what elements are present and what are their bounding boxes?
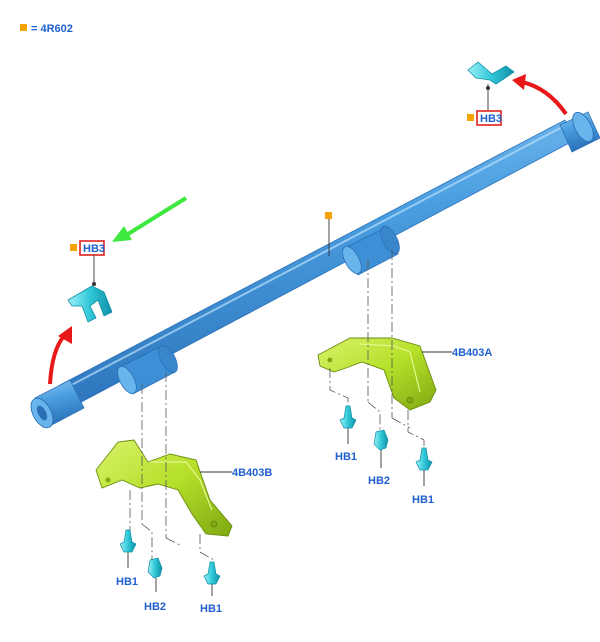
orange-square-marker-icon	[70, 244, 77, 251]
assembly-lines-a	[329, 250, 425, 452]
clip-icon	[467, 61, 515, 85]
clip-hb2-b: HB2	[144, 557, 166, 613]
bracket-a-label: 4B403A	[452, 347, 492, 359]
clip-icon	[373, 429, 389, 451]
clip-icon	[67, 285, 113, 323]
red-curved-arrow-icon	[521, 80, 568, 116]
orange-square-marker-icon	[20, 24, 27, 31]
bolt-hb1-b-left: HB1	[116, 529, 138, 588]
bolt-hb1-a-left: HB1	[335, 405, 357, 463]
hb2-a-label: HB2	[368, 475, 390, 487]
orange-square-marker-icon	[467, 114, 474, 121]
hb3-left-label: HB3	[83, 243, 105, 255]
hb3-top-highlight-box	[476, 110, 502, 126]
bolt-hb1-b-right: HB1	[200, 561, 222, 615]
clip-icon	[147, 557, 163, 579]
bolt-icon	[203, 561, 221, 585]
bolt-icon	[415, 447, 433, 471]
hb3-top-label: HB3	[480, 113, 502, 125]
hb3-left-highlight-box	[79, 240, 105, 256]
orange-square-marker-icon	[325, 212, 332, 219]
bolt-icon	[339, 405, 357, 429]
green-arrow-icon	[126, 196, 188, 236]
drive-shaft	[30, 111, 600, 429]
red-curved-arrow-icon	[48, 334, 66, 385]
hb1-b-left-label: HB1	[116, 576, 138, 588]
legend: = 4R602	[20, 23, 73, 35]
bolt-hb1-a-right: HB1	[412, 447, 434, 506]
bracket-4b403b: 4B403B	[95, 439, 272, 537]
legend-text: = 4R602	[31, 23, 73, 35]
hb1-a-right-label: HB1	[412, 494, 434, 506]
hb3-top-clip: HB3	[467, 61, 515, 126]
bracket-b-label: 4B403B	[232, 467, 272, 479]
bolt-icon	[119, 529, 137, 553]
bracket-4b403a: 4B403A	[317, 337, 492, 411]
hb3-left-clip: HB3	[67, 240, 113, 323]
hb1-b-right-label: HB1	[200, 603, 222, 615]
clip-hb2-a: HB2	[368, 429, 390, 487]
hb1-a-left-label: HB1	[335, 451, 357, 463]
hb2-b-label: HB2	[144, 601, 166, 613]
